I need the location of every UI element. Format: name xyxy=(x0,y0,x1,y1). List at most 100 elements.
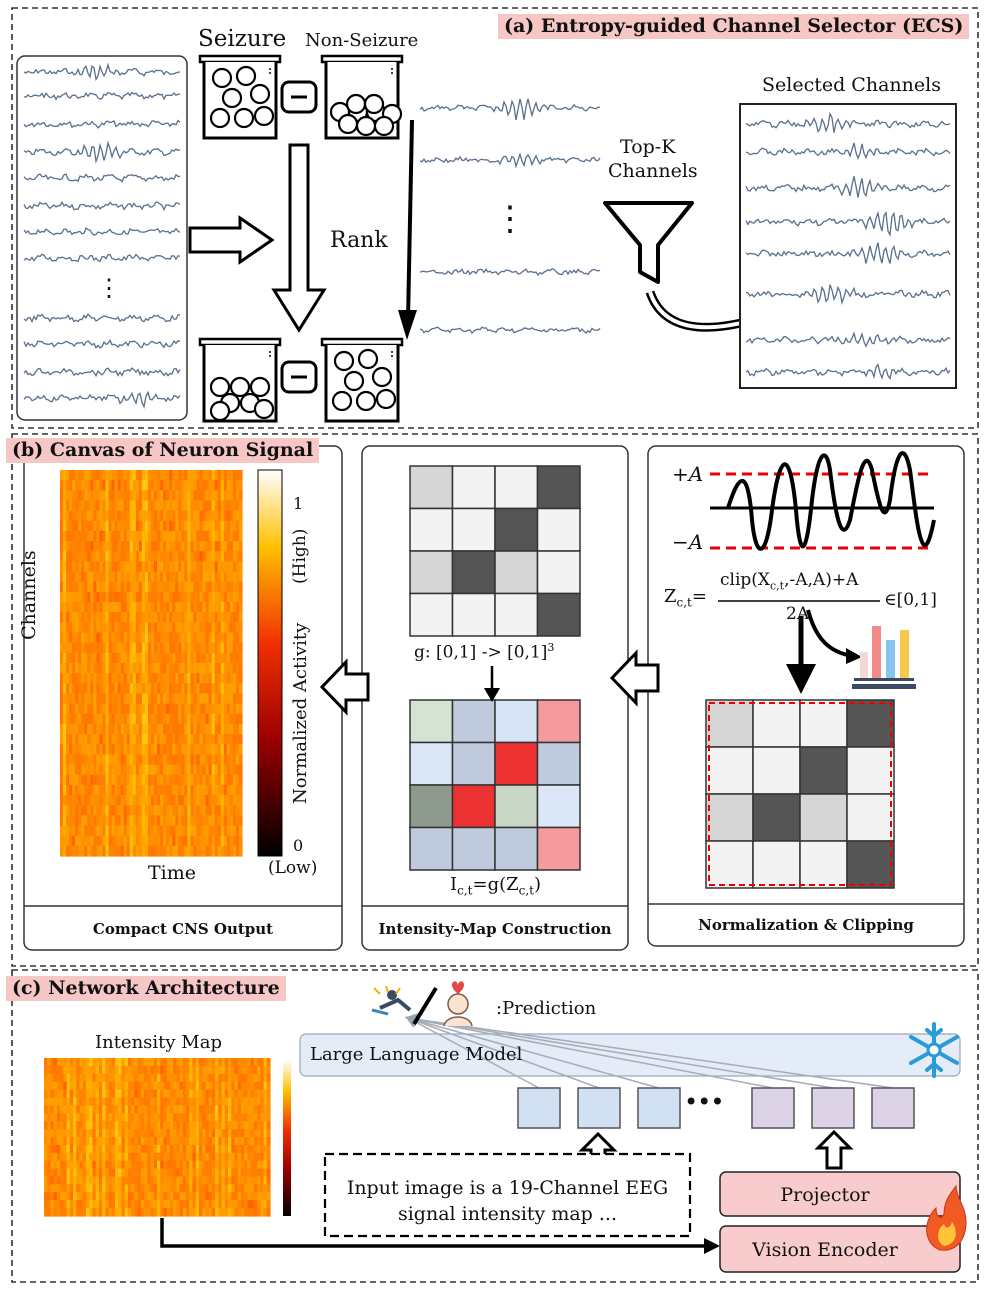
heat-cell xyxy=(223,774,228,786)
heat-cell xyxy=(202,602,207,613)
heat-cell xyxy=(263,1144,268,1154)
heat-cell xyxy=(81,754,85,766)
heat-cell xyxy=(108,622,113,634)
heat-cell xyxy=(163,845,167,857)
heat-cell xyxy=(260,1192,265,1201)
heat-cell xyxy=(196,764,201,776)
heat-cell xyxy=(217,815,222,827)
heat-cell xyxy=(175,703,179,715)
ranked-line xyxy=(419,268,601,276)
heat-cell xyxy=(215,1105,219,1114)
heat-cell xyxy=(129,632,134,644)
slash-divider xyxy=(412,986,438,1026)
heat-cell xyxy=(166,673,170,684)
heat-cell xyxy=(199,530,204,542)
heat-cell xyxy=(60,815,64,827)
heat-cell xyxy=(89,1081,94,1091)
heat-cell xyxy=(135,612,140,623)
heat-cell xyxy=(192,1192,197,1201)
heat-cell xyxy=(215,1160,219,1170)
heat-cell xyxy=(126,734,131,745)
heat-cell xyxy=(81,500,85,512)
heat-cell xyxy=(118,1121,123,1130)
heat-cell xyxy=(105,845,110,857)
heat-cell xyxy=(196,703,201,715)
heat-cell xyxy=(56,1168,61,1178)
heat-cell xyxy=(157,1129,161,1138)
heat-cell xyxy=(111,591,116,603)
heat-cell xyxy=(224,1097,229,1106)
heat-cell xyxy=(73,1160,77,1170)
heat-cell xyxy=(196,652,201,664)
heat-cell xyxy=(179,1073,184,1083)
heat-cell xyxy=(141,683,146,695)
heat-cell xyxy=(151,703,155,715)
heat-cell xyxy=(211,571,216,583)
heat-cell xyxy=(187,693,192,705)
heat-cell xyxy=(82,1081,87,1091)
heat-cell xyxy=(127,1192,132,1201)
heat-cell xyxy=(226,784,231,796)
heat-cell xyxy=(126,612,131,623)
ball xyxy=(249,376,271,398)
heat-cell xyxy=(90,784,94,796)
heat-cell xyxy=(99,541,104,552)
heat-cell xyxy=(126,500,131,512)
heat-cell xyxy=(205,642,210,654)
heat-cell xyxy=(226,734,231,745)
heat-cell xyxy=(66,825,70,837)
heat-cell xyxy=(127,1160,132,1170)
heat-cell xyxy=(240,1113,245,1122)
heat-cell xyxy=(166,1113,171,1122)
heat-cell xyxy=(160,795,164,806)
heat-cell xyxy=(144,703,149,715)
heat-cell xyxy=(111,652,116,664)
heat-cell xyxy=(151,652,155,664)
heat-cell xyxy=(184,825,188,837)
heat-cell xyxy=(56,1097,61,1106)
heat-cell xyxy=(238,632,243,644)
heat-cell xyxy=(102,835,107,847)
heat-cell xyxy=(163,1168,168,1178)
heat-cell xyxy=(90,622,94,634)
heat-cell xyxy=(226,622,231,634)
heat-cell xyxy=(147,784,152,796)
heat-cell xyxy=(79,1081,84,1091)
heat-cell xyxy=(135,632,140,644)
tick-high: 1 xyxy=(293,494,304,513)
beaker-bottom-right-rim xyxy=(320,337,404,347)
heat-cell xyxy=(144,764,149,776)
heat-cell xyxy=(87,632,91,644)
heat-cell xyxy=(111,1058,116,1067)
heat-cell xyxy=(127,1121,132,1130)
heat-cell xyxy=(228,1208,232,1217)
heat-cell xyxy=(75,734,79,745)
heat-cell xyxy=(79,1160,84,1170)
heat-cell xyxy=(73,1208,77,1217)
heat-cell xyxy=(98,1065,103,1075)
heat-cell xyxy=(208,530,213,542)
heat-cell xyxy=(81,571,85,583)
heat-cell xyxy=(90,845,94,857)
heat-cell xyxy=(76,1065,81,1075)
heat-cell xyxy=(144,1168,148,1178)
heat-cell xyxy=(84,581,88,593)
heat-cell xyxy=(121,1129,126,1138)
heat-cell xyxy=(114,622,119,634)
heat-cell xyxy=(137,1073,142,1083)
heat-cell xyxy=(208,500,213,512)
heat-cell xyxy=(257,1058,261,1067)
heat-cell xyxy=(102,723,107,735)
intensity-formula: Ic,t=g(Zc,t) xyxy=(450,874,542,898)
heat-cell xyxy=(132,663,137,674)
heat-cell xyxy=(228,1058,232,1067)
heat-cell xyxy=(85,1097,90,1106)
heat-cell xyxy=(217,673,222,684)
heat-cell xyxy=(195,1113,200,1122)
heat-cell xyxy=(205,1192,210,1201)
heat-cell xyxy=(172,825,176,837)
heat-cell xyxy=(166,1192,171,1201)
heat-cell xyxy=(226,602,231,613)
heat-cell xyxy=(169,845,173,857)
heat-cell xyxy=(108,1144,113,1154)
